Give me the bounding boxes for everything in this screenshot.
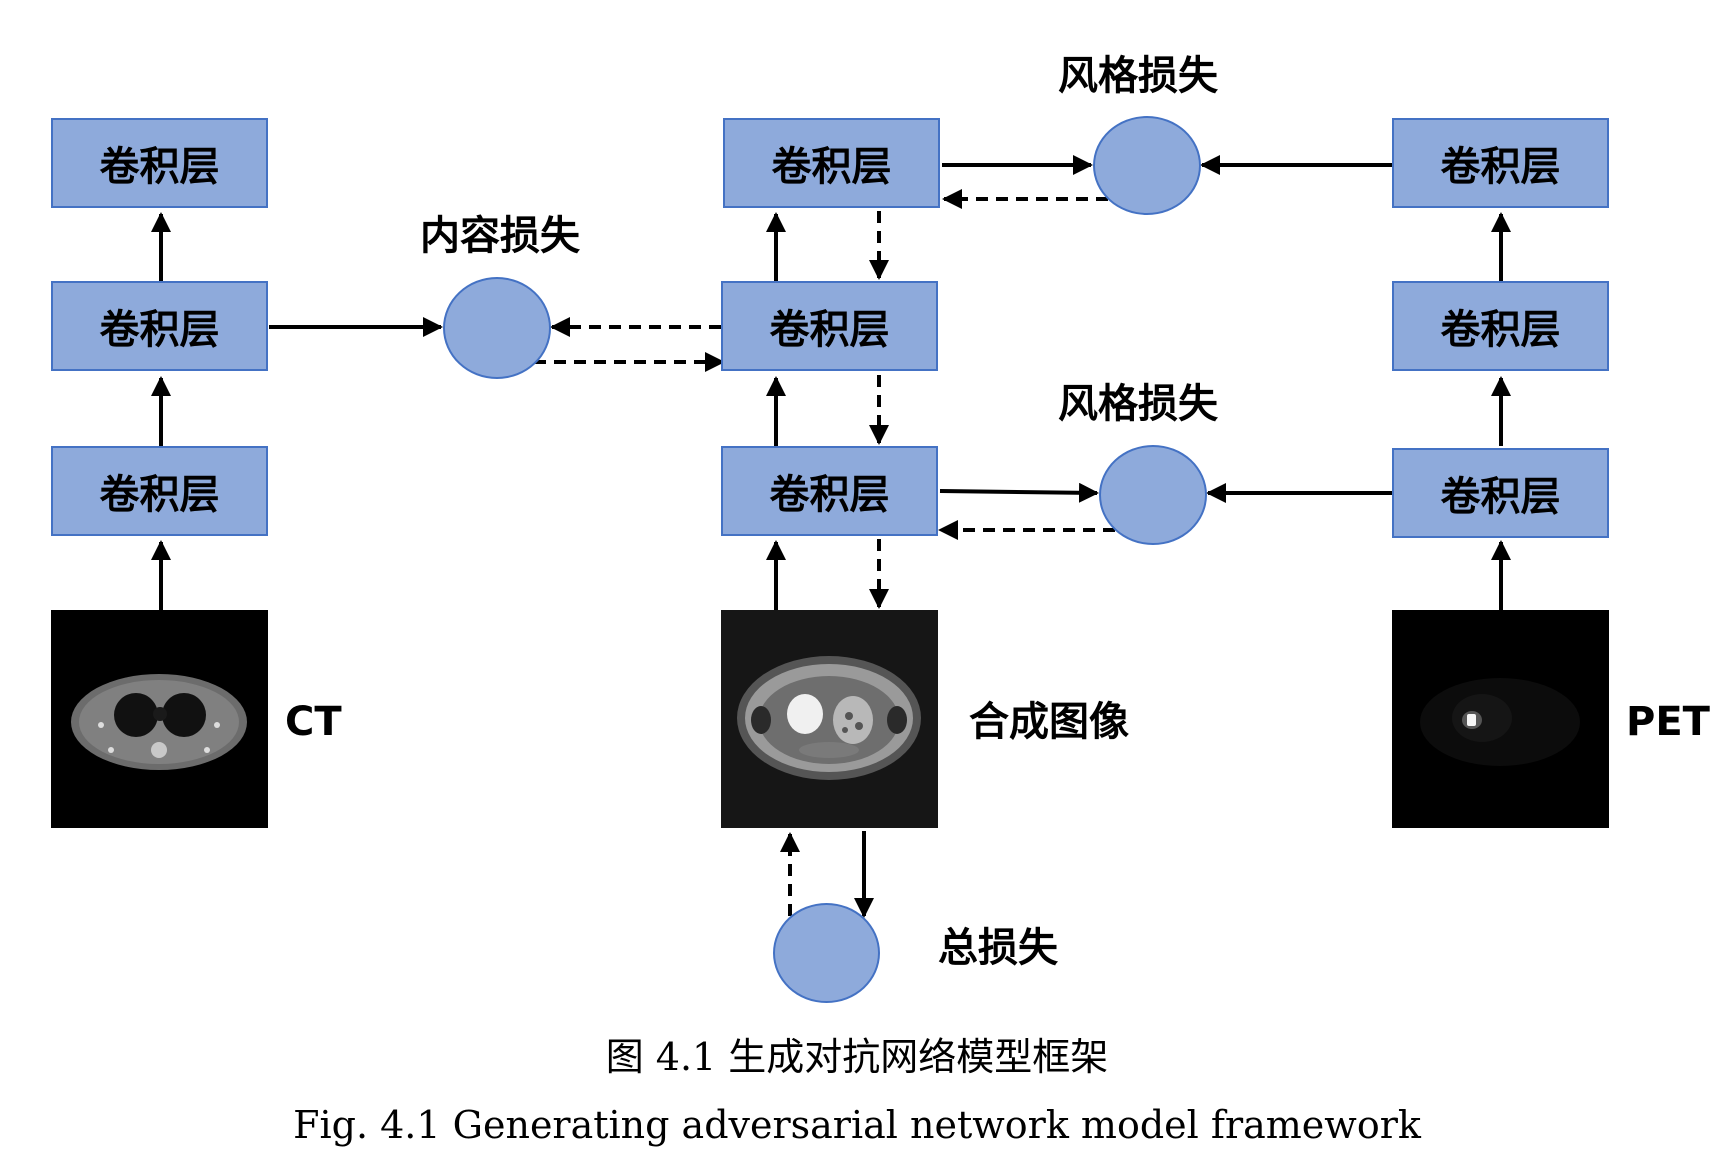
synthesized-image-label: 合成图像 — [969, 699, 1129, 745]
synthesized-image-graphic — [737, 656, 921, 780]
pet-conv-layer-2: 卷积层 — [1392, 281, 1609, 371]
style-loss-top-node — [1093, 116, 1201, 215]
conv-label: 卷积层 — [771, 144, 892, 190]
left-conv-layer-3: 卷积层 — [51, 118, 268, 208]
figure-caption-zh: 图 4.1 生成对抗网络模型框架 — [605, 1035, 1109, 1079]
pet-scan-image — [1392, 610, 1609, 828]
conv-label: 卷积层 — [1440, 144, 1561, 190]
mid-conv-layer-3: 卷积层 — [723, 118, 940, 208]
style-loss-bottom-label: 风格损失 — [1058, 381, 1218, 427]
ct-label: CT — [285, 699, 342, 745]
synthesized-image — [721, 610, 938, 828]
ct-scan-image — [51, 610, 268, 828]
mid-conv-layer-2: 卷积层 — [721, 281, 938, 371]
conv-label: 卷积层 — [99, 307, 220, 353]
left-conv-layer-2: 卷积层 — [51, 281, 268, 371]
conv-label: 卷积层 — [99, 472, 220, 518]
figure-caption-en: Fig. 4.1 Generating adversarial network … — [293, 1103, 1421, 1147]
content-loss-node — [443, 277, 551, 379]
mid-conv-layer-1: 卷积层 — [721, 446, 938, 536]
pet-conv-layer-1: 卷积层 — [1392, 448, 1609, 538]
total-loss-label: 总损失 — [938, 925, 1058, 971]
pet-conv-layer-3: 卷积层 — [1392, 118, 1609, 208]
content-loss-label: 内容损失 — [420, 213, 580, 259]
pet-scan-graphic — [1420, 678, 1580, 766]
conv-label: 卷积层 — [769, 307, 890, 353]
ct-scan-graphic — [71, 674, 247, 770]
conv-label: 卷积层 — [769, 472, 890, 518]
pet-label: PET — [1626, 699, 1710, 745]
style-loss-top-label: 风格损失 — [1058, 53, 1218, 99]
conv-label: 卷积层 — [1440, 474, 1561, 520]
arrow-mid-conv1-to-style-loss-bottom — [939, 482, 1099, 503]
style-loss-bottom-node — [1099, 445, 1207, 545]
left-conv-layer-1: 卷积层 — [51, 446, 268, 536]
conv-label: 卷积层 — [99, 144, 220, 190]
conv-label: 卷积层 — [1440, 307, 1561, 353]
total-loss-node — [773, 903, 880, 1003]
